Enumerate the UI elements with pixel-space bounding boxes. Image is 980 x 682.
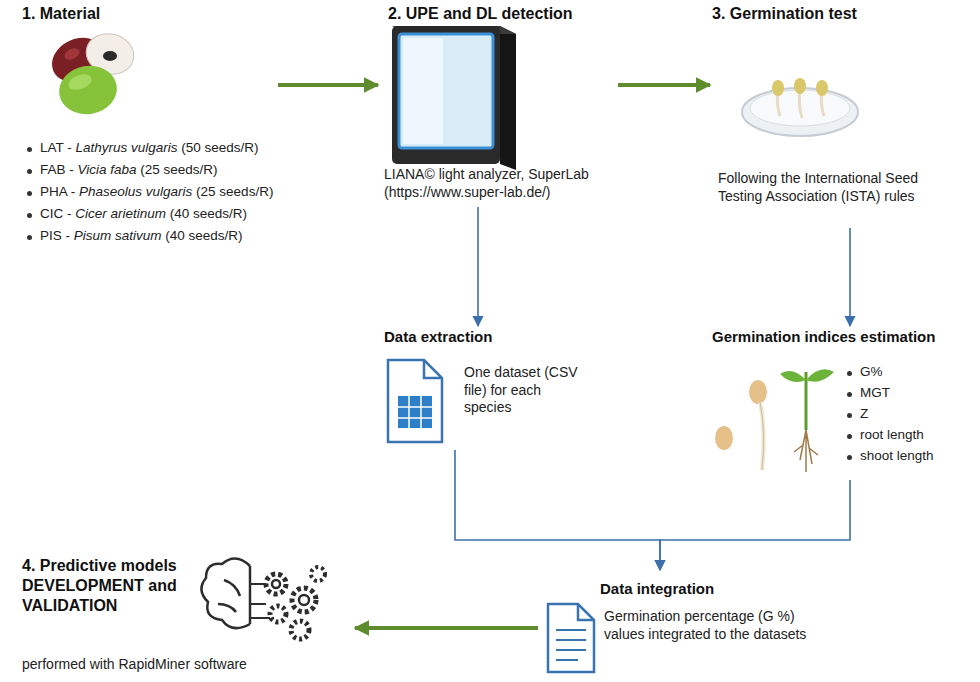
- beans-icon: [45, 28, 139, 118]
- step-group: 1. MaterialLAT - Lathyrus vulgaris (50 s…: [18, 4, 276, 254]
- step-text: One dataset (CSV file) for each species: [464, 364, 580, 417]
- step-group: Germination indices estimationG%MGTZroot…: [712, 328, 964, 478]
- flow-arrow: [355, 626, 538, 630]
- step-group: Data integrationGermination percentage (…: [540, 572, 840, 676]
- light-analyzer-icon: [392, 26, 516, 170]
- step-group: 2. UPE and DL detectionLIANA© light anal…: [380, 4, 616, 205]
- step-heading: 2. UPE and DL detection: [388, 4, 613, 24]
- step-group: 4. Predictive models DEVELOPMENT and VAL…: [18, 556, 353, 678]
- seedling-stages-icon: [715, 369, 834, 472]
- step-heading: Data extraction: [384, 328, 584, 347]
- step-text: MGT: [844, 385, 978, 402]
- step-heading: 1. Material: [22, 4, 242, 24]
- step-text: Germination percentage (G %) values inte…: [604, 608, 836, 643]
- step-text: LAT - Lathyrus vulgaris (50 seeds/R): [24, 140, 290, 157]
- data-arrow: [849, 228, 851, 326]
- step-text: LIANA© light analyzer, SuperLab (https:/…: [384, 166, 612, 201]
- flow-arrow: [618, 83, 710, 87]
- step-text: CIC - Cicer arietinum (40 seeds/R): [24, 206, 290, 223]
- step-text: shoot length: [844, 448, 978, 465]
- step-text: root length: [844, 427, 978, 444]
- flow-arrow: [278, 83, 378, 87]
- step-text: PIS - Pisum sativum (40 seeds/R): [24, 228, 290, 245]
- step-heading: Data integration: [600, 580, 800, 599]
- step-text: Following the International Seed Testing…: [718, 170, 952, 205]
- data-arrow: [477, 207, 479, 326]
- csv-file-icon: [388, 360, 442, 442]
- data-arrow: [660, 480, 850, 570]
- step-text: Z: [844, 406, 978, 423]
- brain-gears-icon: [201, 558, 325, 639]
- step-text: FAB - Vicia faba (25 seeds/R): [24, 162, 290, 179]
- step-heading: 3. Germination test: [712, 4, 952, 24]
- step-heading: Germination indices estimation: [712, 328, 962, 347]
- document-icon: [548, 604, 594, 672]
- step-text: PHA - Phaseolus vulgaris (25 seeds/R): [24, 184, 290, 201]
- petri-dish-icon: [742, 78, 858, 136]
- step-heading: 4. Predictive models DEVELOPMENT and VAL…: [22, 556, 200, 616]
- data-arrow: [455, 450, 660, 570]
- step-group: 3. Germination testFollowing the Interna…: [712, 4, 962, 226]
- step-text: G%: [844, 364, 978, 381]
- step-text: performed with RapidMiner software: [22, 656, 350, 674]
- step-group: Data extractionOne dataset (CSV file) fo…: [382, 328, 587, 448]
